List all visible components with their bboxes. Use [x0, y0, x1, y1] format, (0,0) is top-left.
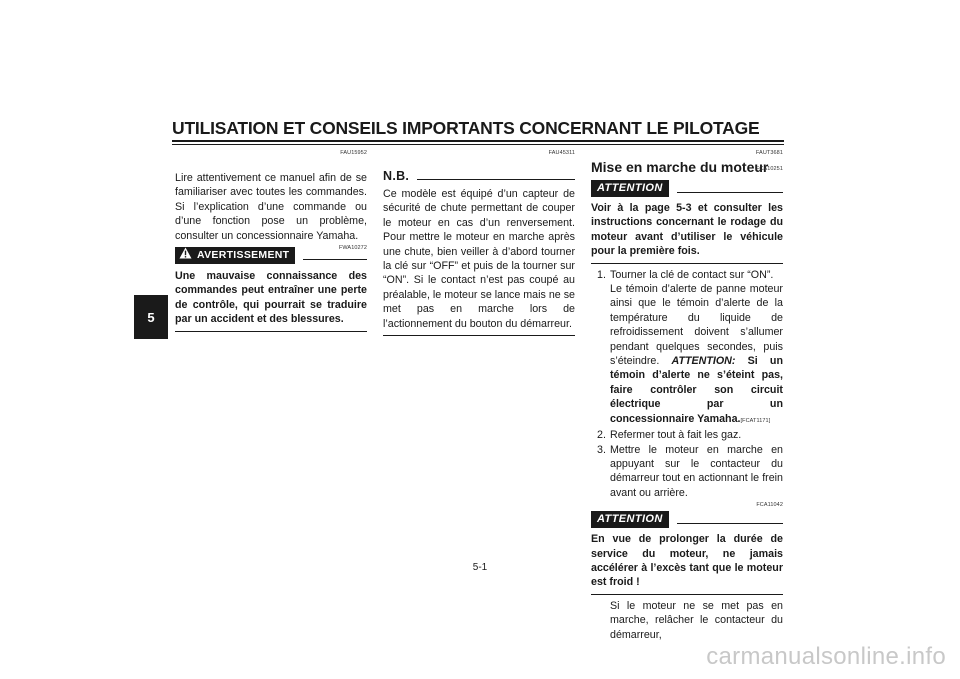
warning-end-rule: [175, 330, 367, 332]
intro-paragraph: Lire attentivement ce manuel afin de se …: [175, 172, 367, 242]
attention-end-rule: [591, 593, 783, 595]
step-detail: Le témoin d’alerte de panne moteur ainsi…: [610, 283, 783, 368]
title-rule-thin: [172, 144, 784, 145]
inline-attention-label: ATTENTION:: [671, 355, 736, 368]
section-title: Mise en marche du moteur: [591, 159, 769, 175]
warning-header-line: [303, 258, 367, 260]
attention-badge: ATTENTION: [591, 510, 669, 528]
step-text: Tourner la clé de contact sur “ON”. Le t…: [610, 268, 783, 428]
attention-header-line: [676, 191, 783, 193]
note-end-rule: [383, 335, 575, 337]
attention-code: FCA11042: [756, 502, 783, 509]
note-header: N.B.: [383, 163, 575, 183]
list-item: 1. Tourner la clé de contact sur “ON”. L…: [591, 268, 783, 428]
ref-code: FAUT3681: [755, 150, 783, 156]
note-text: Ce modèle est équipé d’un capteur de séc…: [383, 188, 575, 330]
step-text: Refermer tout à fait les gaz.: [610, 429, 742, 442]
warning-header: AVERTISSEMENT: [175, 245, 367, 265]
attention-header: ATTENTION: [591, 509, 783, 529]
attention-text: Voir à la page 5-3 et consulter les inst…: [591, 202, 783, 258]
attention-end-rule: [591, 262, 783, 264]
column-3: FAUT3681 Mise en marche du moteur ATTENT…: [591, 150, 783, 642]
page-title: UTILISATION ET CONSEILS IMPORTANTS CONCE…: [172, 118, 760, 138]
trailing-paragraph: Si le moteur ne se met pas en marche, re…: [610, 599, 783, 641]
chapter-tab: 5: [134, 295, 168, 339]
ref-code: FAU15952: [340, 150, 367, 156]
step-text: Mettre le moteur en marche en appuyant s…: [610, 443, 783, 499]
column-2: FAU45311 N.B. Ce modèle est équipé d’un …: [383, 150, 575, 337]
step-line: Tourner la clé de contact sur “ON”.: [610, 268, 774, 281]
attention-text: En vue de prolonger la durée de service …: [591, 533, 783, 589]
inline-attention-text: Si un témoin d’alerte ne s’éteint pas, f…: [610, 355, 783, 425]
step-number: 3.: [597, 443, 606, 456]
attention-code: FCA10251: [755, 166, 783, 172]
page-number: 5-1: [472, 562, 488, 573]
title-rule: [172, 140, 784, 142]
warning-label: AVERTISSEMENT: [197, 248, 290, 261]
note-label: N.B.: [383, 168, 410, 183]
note-header-line: [417, 179, 575, 180]
warning-triangle-icon: [179, 247, 192, 263]
watermark: carmanualsonline.info: [706, 643, 946, 670]
warning-badge: AVERTISSEMENT: [175, 246, 296, 264]
column-1: FAU15952 Lire attentivement ce manuel af…: [175, 150, 367, 332]
ref-code: FAU45311: [548, 150, 575, 156]
step-number: 1.: [597, 268, 606, 281]
attention-header: ATTENTION: [591, 178, 783, 198]
warning-text: Une mauvaise connaissance des commandes …: [175, 270, 367, 326]
list-item: 3. Mettre le moteur en marche en appuyan…: [591, 443, 783, 501]
start-steps-list: 1. Tourner la clé de contact sur “ON”. L…: [591, 268, 783, 501]
attention-header-line: [676, 522, 783, 524]
list-item: 2. Refermer tout à fait les gaz.: [591, 428, 783, 442]
step-number: 2.: [597, 429, 606, 442]
inline-code: [FCAT1171]: [740, 417, 771, 424]
warning-code: FWA10272: [338, 245, 367, 252]
attention-badge: ATTENTION: [591, 179, 669, 197]
